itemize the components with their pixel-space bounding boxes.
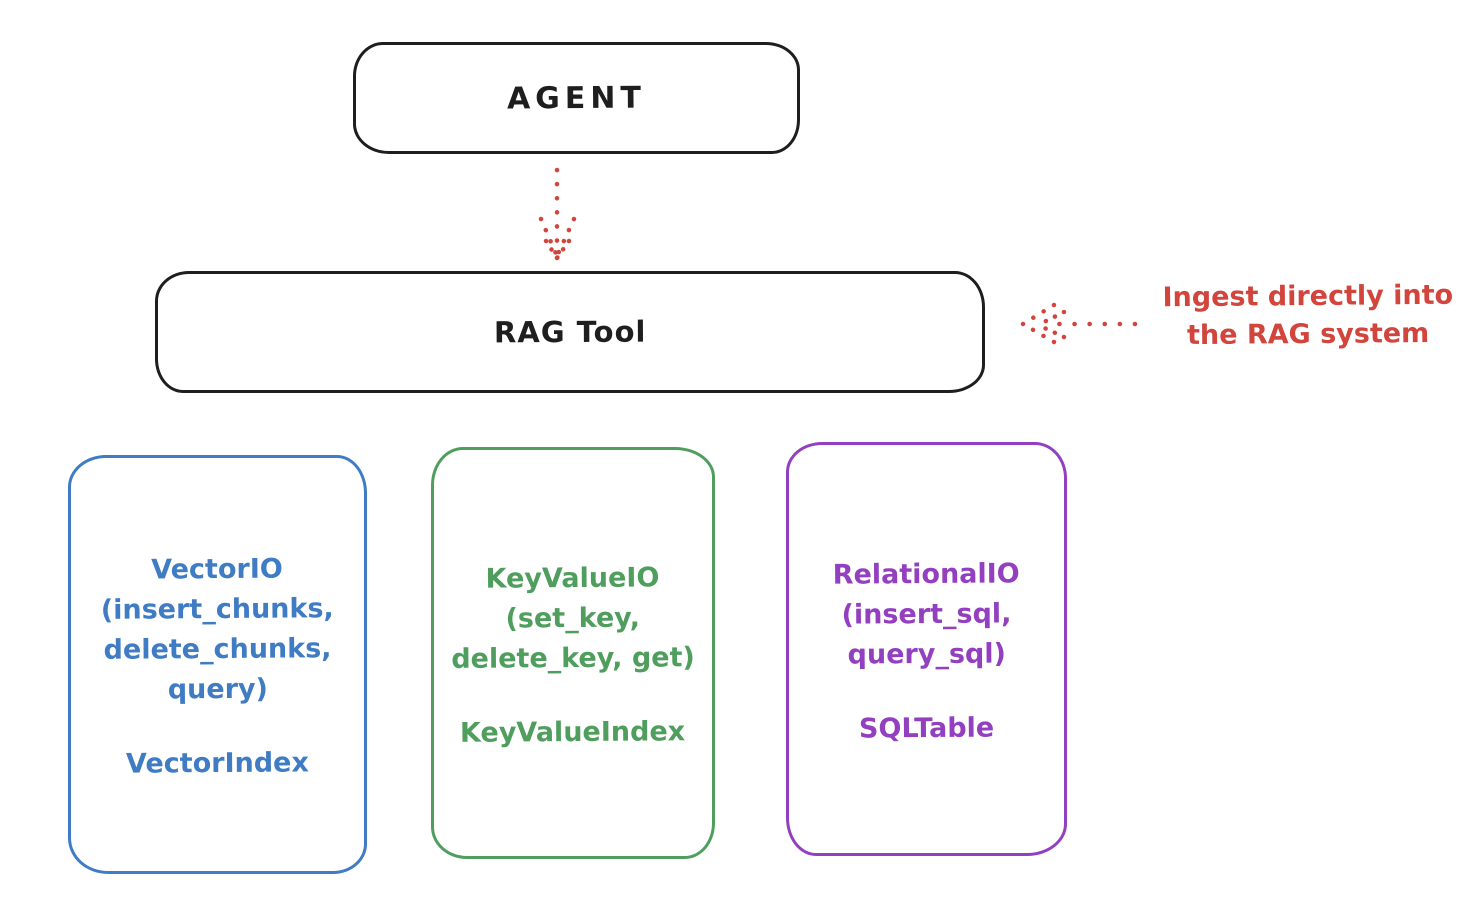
relational-io-line: query_sql) [847, 637, 1007, 671]
relational-io-lines: RelationalIO (insert_sql, query_sql) [833, 554, 1021, 675]
agent-box: AGENT [353, 42, 800, 154]
keyvalue-io-line: (set_key, [505, 602, 641, 634]
keyvalue-io-line: delete_key, get) [451, 641, 696, 675]
vector-index-label: VectorIndex [125, 747, 310, 780]
keyvalue-index-label: KeyValueIndex [460, 715, 686, 749]
sql-table-label: SQLTable [858, 712, 995, 744]
ingest-annotation-line2: the RAG system [1186, 317, 1430, 352]
keyvalue-store-box: KeyValueIO (set_key, delete_key, get) Ke… [431, 447, 715, 859]
vector-io-line: VectorIO [151, 553, 283, 586]
keyvalue-io-lines: KeyValueIO (set_key, delete_key, get) [451, 558, 695, 680]
relational-io-line: RelationalIO [832, 557, 1020, 591]
vector-io-line: query) [167, 673, 269, 706]
ingest-annotation: Ingest directly into the RAG system [1140, 277, 1477, 356]
keyvalue-io-line: KeyValueIO [485, 561, 660, 595]
ingest-into-rag-arrow-icon [1020, 302, 1138, 345]
rag-tool-label: RAG Tool [493, 314, 647, 350]
relational-store-box: RelationalIO (insert_sql, query_sql) SQL… [786, 442, 1067, 856]
agent-label: AGENT [506, 80, 647, 116]
agent-to-rag-arrow-icon [538, 167, 577, 261]
vector-io-line: (insert_chunks, [100, 593, 334, 626]
ingest-annotation-line1: Ingest directly into [1162, 279, 1454, 314]
relational-io-line: (insert_sql, [841, 597, 1012, 631]
vector-io-lines: VectorIO (insert_chunks, delete_chunks, … [101, 549, 335, 711]
vector-store-box: VectorIO (insert_chunks, delete_chunks, … [68, 455, 367, 874]
vector-io-line: delete_chunks, [103, 633, 332, 666]
rag-tool-box: RAG Tool [155, 271, 985, 393]
